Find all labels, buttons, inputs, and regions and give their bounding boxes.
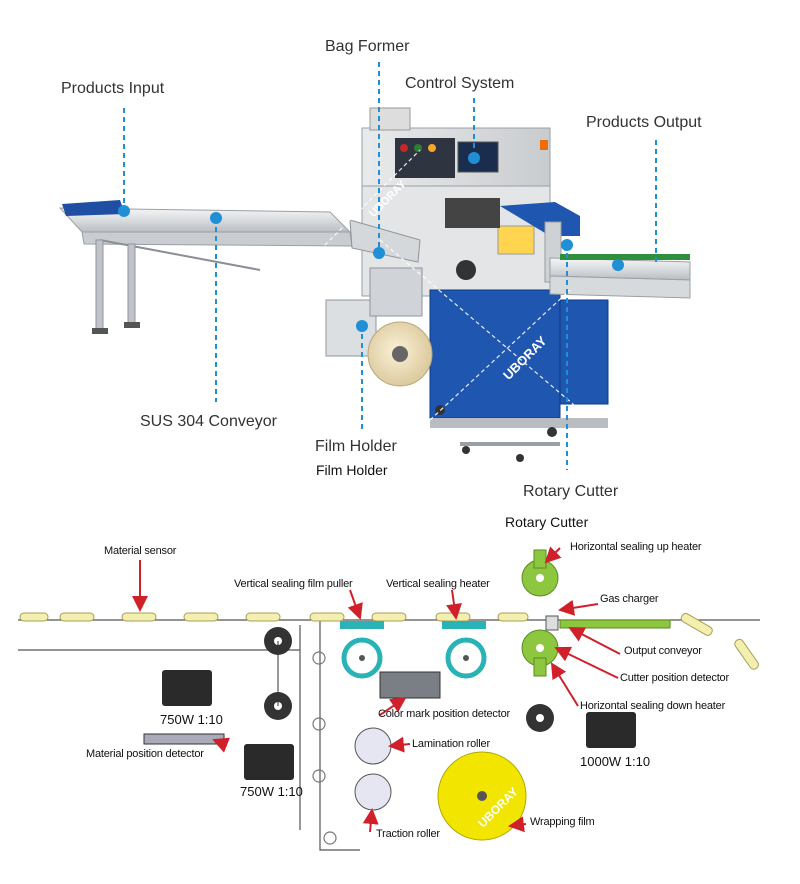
outfeed-conveyor: [549, 254, 691, 299]
vertical-heater-bar: [442, 621, 486, 629]
wrapping-film-label: Wrapping film: [530, 816, 595, 828]
bag-former-label: Bag Former: [325, 38, 410, 55]
color-mark-detector-label: Color mark position detector: [378, 708, 510, 720]
motor-2-label: 750W 1:10: [240, 784, 303, 799]
machine-photo-section: UBORAY UBORAY Bag Former Products Input …: [58, 38, 702, 530]
guide-rollers: [312, 651, 337, 845]
film-holder-label: Film Holder: [315, 438, 397, 455]
output-conveyor-bar: [559, 619, 671, 629]
watermark-lines: [299, 149, 581, 421]
vertical-film-puller-bar: [340, 621, 384, 629]
vertical-film-puller-label: Vertical sealing film puller: [234, 578, 353, 590]
cutter-position-detector-label: Cutter position detector: [620, 672, 729, 684]
servo-motors: [162, 670, 636, 780]
products-input-label: Products Input: [61, 80, 165, 97]
material-position-detector-label: Material position detector: [86, 748, 204, 760]
horizontal-sealers: [521, 549, 559, 677]
lamination-roller-label: Lamination roller: [412, 738, 490, 750]
callout-lines: [123, 62, 657, 470]
film-holder-unit: [325, 267, 433, 387]
film-guide-rings: [341, 637, 487, 679]
products-output-label: Products Output: [586, 114, 702, 131]
horizontal-up-heater-label: Horizontal sealing up heater: [570, 541, 702, 553]
vertical-heater-label: Vertical sealing heater: [386, 578, 490, 590]
color-mark-detector-block: [379, 671, 441, 699]
film-holder-caption: Film Holder: [316, 462, 388, 478]
callout-arrows: [132, 546, 621, 833]
motor-3-label: 1000W 1:10: [580, 754, 651, 769]
sus-conveyor-label: SUS 304 Conveyor: [140, 413, 277, 430]
machine-illustration: UBORAY UBORAY: [58, 62, 691, 470]
infeed-conveyor: [58, 200, 353, 334]
cutter-detector-box: [545, 615, 559, 631]
schematic-diagram: UBORAY: [18, 546, 760, 851]
rotary-cutter-caption: Rotary Cutter: [505, 514, 589, 530]
lamination-traction-rollers: [354, 727, 392, 811]
control-system-label: Control System: [405, 75, 515, 92]
traction-roller-label: Traction roller: [376, 828, 440, 840]
bag-former: [349, 219, 421, 263]
output-conveyor-label: Output conveyor: [624, 645, 702, 657]
material-position-detector-bar: [143, 733, 225, 745]
wrapping-film-roll: [437, 751, 527, 841]
schematic-diagram-section: UBORAY Material sensor Vertical seali: [0, 530, 800, 884]
callout-dots: [118, 152, 624, 332]
horizontal-down-heater-label: Horizontal sealing down heater: [580, 700, 726, 712]
motor-1-label: 750W 1:10: [160, 712, 223, 727]
base-rail: [460, 442, 560, 462]
products: [19, 612, 759, 670]
material-sensor-label: Material sensor: [104, 545, 177, 557]
rotary-cutter-label: Rotary Cutter: [523, 483, 619, 500]
gas-charger-label: Gas charger: [600, 593, 659, 605]
